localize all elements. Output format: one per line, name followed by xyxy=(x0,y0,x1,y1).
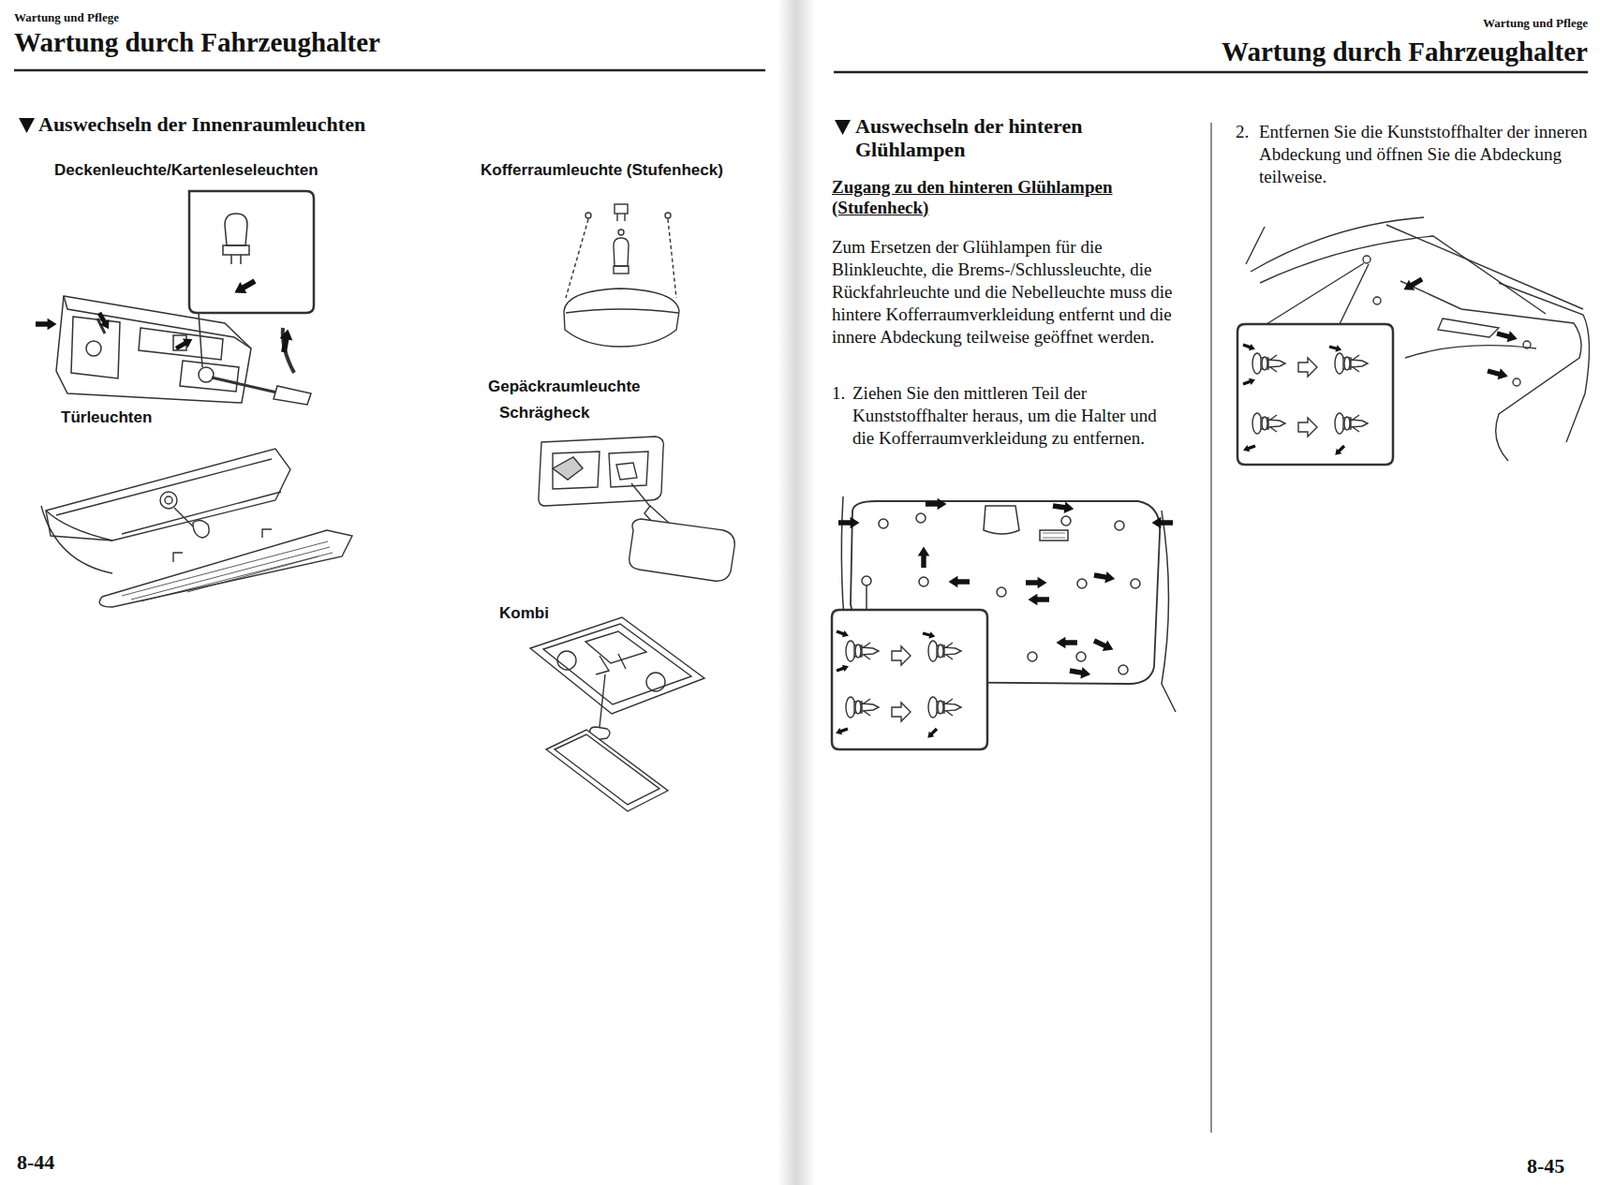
header-rule xyxy=(833,71,1588,75)
direction-arrow xyxy=(277,327,295,354)
running-header: Wartung und Pflege xyxy=(14,10,119,26)
page-title: Wartung durch Fahrzeughalter xyxy=(1221,35,1588,69)
direction-arrow xyxy=(94,310,114,332)
step-number: 2. xyxy=(1235,120,1249,144)
clip-detail xyxy=(834,627,962,741)
figure-label: Türleuchten xyxy=(60,408,152,428)
step-number: 1. xyxy=(831,382,845,405)
body-text: Zum Ersetzen der Glühlampen für die Blin… xyxy=(831,236,1186,349)
page-number: 8-44 xyxy=(16,1150,55,1175)
section-heading: Auswechseln der hinteren Glühlampen xyxy=(855,114,1118,163)
step-text: Entfernen Sie die Kunststoffhalter der i… xyxy=(1259,120,1589,189)
heading-marker xyxy=(834,119,851,135)
direction-arrow xyxy=(173,334,195,354)
section-heading: Auswechseln der Innenraumleuchten xyxy=(38,112,366,137)
column-rule xyxy=(1210,122,1212,1133)
dome-lamp-figure xyxy=(56,191,314,405)
trunk-lamp-figure xyxy=(563,204,680,347)
direction-arrow xyxy=(838,498,1173,681)
trunk-lid-figure xyxy=(831,496,1176,750)
figure-label: Deckenleuchte/Kartenleseleuchten xyxy=(54,161,319,180)
figure-label: Gepäckraumleuchte xyxy=(488,377,641,397)
running-header: Wartung und Pflege xyxy=(1482,15,1588,31)
inner-cover-figure xyxy=(1237,217,1590,465)
figure-label: Kombi xyxy=(499,604,549,623)
direction-arrow xyxy=(231,275,259,299)
direction-arrow xyxy=(35,318,58,331)
subheading: Zugang zu den hinteren Glühlampen (Stufe… xyxy=(831,177,1181,219)
header-rule xyxy=(14,69,766,73)
page-gutter xyxy=(777,0,815,1185)
figure-label: Kofferraumleuchte (Stufenheck) xyxy=(480,161,724,180)
page-number: 8-45 xyxy=(1526,1154,1565,1179)
page-title: Wartung durch Fahrzeughalter xyxy=(14,26,381,60)
luggage-lamp-figure xyxy=(538,436,735,581)
door-lamp-figure xyxy=(41,448,353,608)
step-text: Ziehen Sie den mittleren Teil der Kunsts… xyxy=(852,382,1179,450)
figure-label: Schrägheck xyxy=(499,403,590,423)
direction-arrow xyxy=(1400,274,1519,383)
clip-detail xyxy=(1242,340,1368,458)
kombi-lamp-figure xyxy=(530,617,705,812)
heading-marker xyxy=(18,118,35,134)
